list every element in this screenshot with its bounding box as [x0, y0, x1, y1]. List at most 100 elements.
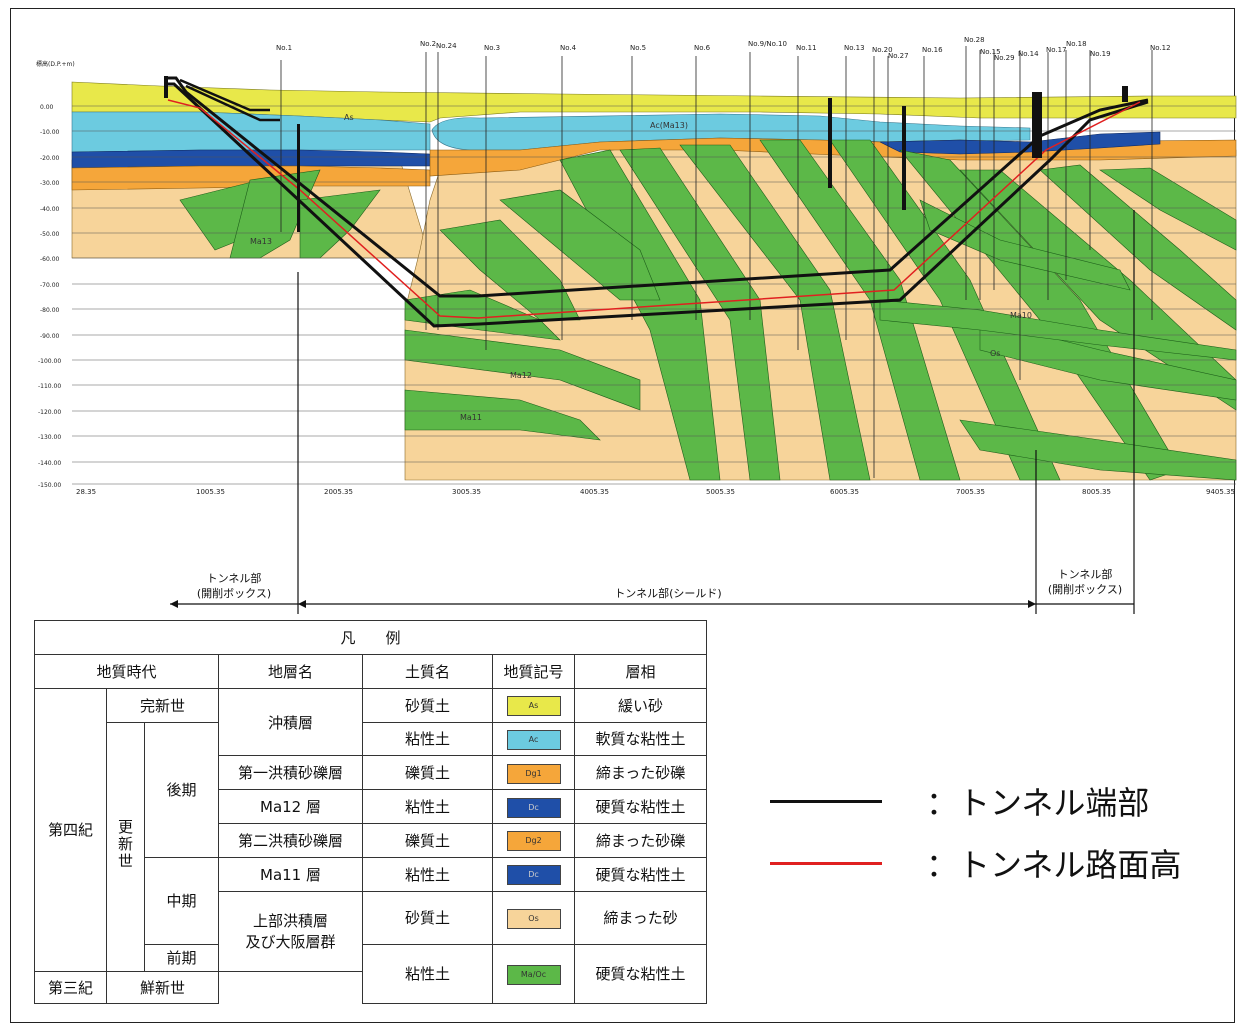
- y-tick: -60.00: [40, 256, 60, 263]
- key-line-black: [770, 799, 882, 803]
- swatch-ma-oc: Ma/Oc: [506, 964, 561, 985]
- y-tick: -100.00: [38, 358, 61, 365]
- y-tick: -70.00: [40, 282, 60, 289]
- boreholes: [280, 46, 1153, 478]
- section-label-left-2: (開削ボックス): [197, 586, 271, 600]
- symbol-cell: Dg1: [492, 755, 575, 791]
- y-tick: -10.00: [40, 129, 60, 136]
- borehole-label: No.6: [694, 44, 711, 52]
- era-quaternary: 第四紀: [34, 687, 107, 973]
- section-label-left-1: トンネル部: [207, 571, 262, 585]
- legend-table: 凡 例 地質時代 地層名 土質名 地質記号 層相 第四紀 完新世 沖積層 砂質土…: [33, 620, 708, 1005]
- symbol-cell: Ac: [492, 721, 575, 757]
- x-tick: 9405.35: [1206, 488, 1235, 496]
- borehole-label: No.9/No.10: [748, 40, 787, 48]
- borehole-label: No.28: [964, 36, 985, 44]
- layer-label: Ma11: [460, 413, 482, 422]
- borehole-label: No.14: [1018, 50, 1039, 58]
- x-axis-ticks: 28.35 1005.35 2005.35 3005.35 4005.35 50…: [76, 488, 1235, 496]
- soil-name: 礫質土: [362, 823, 493, 858]
- symbol-cell: Dc: [492, 856, 575, 892]
- layer-label: Os: [990, 349, 1000, 358]
- x-tick: 28.35: [76, 488, 96, 496]
- soil-name: 粘性土: [362, 721, 493, 757]
- epoch-holocene: 完新世: [106, 687, 219, 723]
- section-markers: [170, 210, 1135, 614]
- y-tick: -30.00: [40, 180, 60, 187]
- borehole-label: No.16: [922, 46, 943, 54]
- symbol-cell: Dc: [492, 789, 575, 825]
- borehole-labels: No.1 No.2 No.24 No.3 No.4 No.5 No.6 No.9…: [276, 36, 1171, 62]
- swatch-os: Os: [506, 908, 561, 929]
- swatch-as: As: [506, 696, 561, 717]
- layer-label: Ma12: [510, 371, 532, 380]
- swatch-ac: Ac: [506, 729, 561, 750]
- layer-label: Ma13: [250, 237, 272, 246]
- y-tick: -80.00: [40, 307, 60, 314]
- facies: 締まった砂礫: [573, 823, 708, 858]
- y-tick: -150.00: [38, 482, 61, 489]
- stage-early: 前期: [144, 943, 219, 973]
- y-tick: -120.00: [38, 409, 61, 416]
- borehole-label: No.12: [1150, 44, 1171, 52]
- swatch-dc-ma11: Dc: [506, 865, 561, 886]
- soil-name: 礫質土: [362, 755, 493, 791]
- layer-label: Ma10: [1010, 311, 1032, 320]
- epoch-pleistocene-label: 更新世: [116, 819, 134, 871]
- borehole-label: No.3: [484, 44, 500, 52]
- soil-name: 砂質土: [362, 687, 493, 723]
- borehole-label: No.20: [872, 46, 893, 54]
- formation-dg1: 第一洪積砂礫層: [218, 755, 363, 791]
- layer-label: Ac(Ma13): [650, 121, 688, 130]
- soil-name: 粘性土: [362, 789, 493, 825]
- key-road-level-label: ：トンネル路面高: [926, 846, 1182, 884]
- formation-ma11: Ma11 層: [218, 856, 363, 892]
- section-arrowheads: [170, 600, 1036, 608]
- borehole-label: No.24: [436, 42, 457, 50]
- facies: 締まった砂: [573, 890, 708, 945]
- borehole-label: No.19: [1090, 50, 1111, 58]
- section-bar-labels: トンネル部 (開削ボックス) トンネル部(シールド) トンネル部 (開削ボックス…: [197, 567, 1122, 600]
- formation-alluvial: 沖積層: [218, 687, 363, 757]
- x-tick: 1005.35: [196, 488, 225, 496]
- borehole-label: No.1: [276, 44, 292, 52]
- formation-ma12: Ma12 層: [218, 789, 363, 825]
- borehole-label: No.17: [1046, 46, 1067, 54]
- soil-name: 粘性土: [362, 856, 493, 892]
- borehole-label: No.4: [560, 44, 577, 52]
- borehole-label: No.11: [796, 44, 817, 52]
- y-axis-ticks: 標高(D.P.+m) 0.00 -10.00 -20.00 -30.00 -40…: [36, 60, 75, 489]
- header-formation: 地層名: [218, 653, 363, 689]
- borehole-label: No.18: [1066, 40, 1087, 48]
- facies: 硬質な粘性土: [573, 943, 708, 1005]
- symbol-cell: As: [492, 687, 575, 723]
- borehole-label: No.13: [844, 44, 865, 52]
- stage-late: 後期: [144, 721, 219, 858]
- epoch-pleistocene: 更新世: [106, 721, 145, 973]
- symbol-cell: Dg2: [492, 823, 575, 858]
- section-label-center: トンネル部(シールド): [614, 586, 721, 600]
- symbol-cell: Os: [492, 890, 575, 945]
- header-soil: 土質名: [362, 653, 493, 689]
- x-tick: 5005.35: [706, 488, 735, 496]
- facies: 硬質な粘性土: [573, 789, 708, 825]
- era-tertiary: 第三紀: [34, 971, 107, 1004]
- layer-label: As: [344, 113, 354, 122]
- y-tick: -130.00: [38, 434, 61, 441]
- facies: 軟質な粘性土: [573, 721, 708, 757]
- soil-name: 粘性土: [362, 943, 493, 1005]
- soil-name: 砂質土: [362, 890, 493, 945]
- facies: 緩い砂: [573, 687, 708, 723]
- borehole-label: No.2: [420, 40, 436, 48]
- epoch-pliocene: 鮮新世: [106, 971, 219, 1004]
- x-tick: 8005.35: [1082, 488, 1111, 496]
- section-label-right-1: トンネル部: [1058, 567, 1113, 581]
- stage-middle: 中期: [144, 856, 219, 945]
- key-line-red: [770, 861, 882, 865]
- figure-frame: [10, 8, 1235, 1023]
- swatch-dg1: Dg1: [506, 763, 561, 784]
- y-tick: -110.00: [38, 383, 61, 390]
- borehole-label: No.15: [980, 48, 1001, 56]
- y-tick: 0.00: [40, 104, 54, 111]
- y-tick: -50.00: [40, 231, 60, 238]
